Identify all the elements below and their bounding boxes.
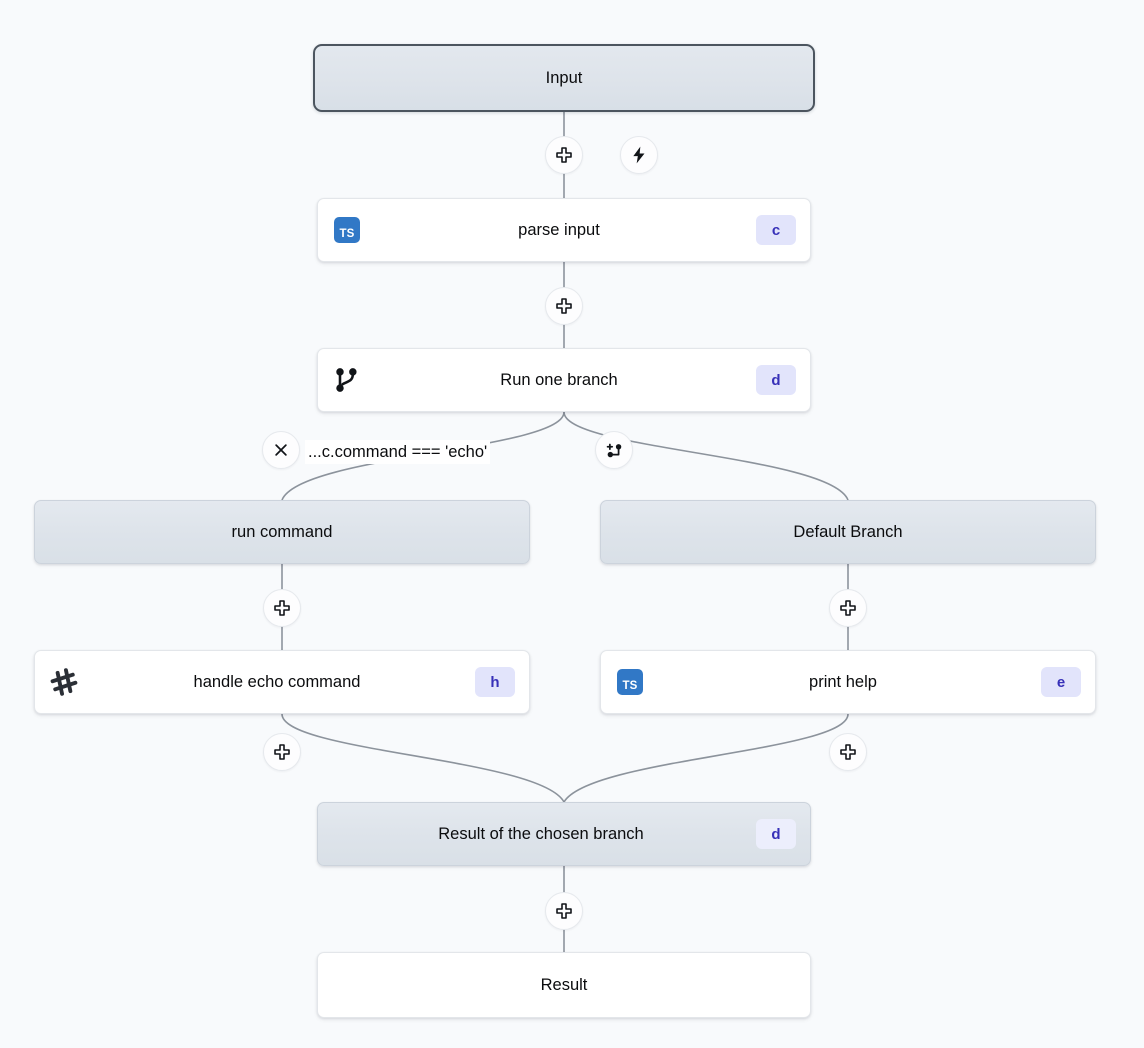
typescript-icon: TS	[615, 667, 645, 697]
node-parse-input-label: parse input	[518, 220, 600, 239]
node-print-help-badge[interactable]: e	[1041, 667, 1081, 697]
node-parse-input[interactable]: TS parse input c	[317, 198, 811, 262]
node-handle-echo-command[interactable]: handle echo command h	[34, 650, 530, 714]
add-node-button-after-parse-input[interactable]	[545, 287, 583, 325]
node-handle-echo-command-label: handle echo command	[193, 672, 361, 691]
node-branch-result-badge[interactable]: d	[756, 819, 796, 849]
node-run-one-branch[interactable]: Run one branch d	[317, 348, 811, 412]
edge-handle-echo-branch-result	[281, 713, 565, 803]
node-run-one-branch-label: Run one branch	[500, 370, 618, 389]
branch-condition-label[interactable]: ...c.command === 'echo'	[305, 440, 491, 464]
node-handle-echo-command-badge[interactable]: h	[475, 667, 515, 697]
node-default-branch[interactable]: Default Branch	[600, 500, 1096, 564]
edge-print-help-branch-result	[563, 713, 849, 803]
node-default-branch-label: Default Branch	[793, 522, 903, 541]
node-result[interactable]: Result	[317, 952, 811, 1018]
node-run-command[interactable]: run command	[34, 500, 530, 564]
add-node-button-after-branch-result[interactable]	[545, 892, 583, 930]
node-print-help[interactable]: TS print help e	[600, 650, 1096, 714]
node-print-help-label: print help	[809, 672, 877, 691]
node-input[interactable]: Input	[313, 44, 815, 112]
close-icon[interactable]	[262, 431, 300, 469]
add-node-button-after-input[interactable]	[545, 136, 583, 174]
node-run-one-branch-badge[interactable]: d	[756, 365, 796, 395]
node-branch-result[interactable]: Result of the chosen branch d	[317, 802, 811, 866]
node-run-command-label: run command	[231, 522, 333, 541]
node-parse-input-badge[interactable]: c	[756, 215, 796, 245]
add-node-button-after-print-help[interactable]	[829, 733, 867, 771]
script-hash-icon	[49, 667, 79, 697]
add-node-button-after-handle-echo[interactable]	[263, 733, 301, 771]
typescript-icon: TS	[332, 215, 362, 245]
node-branch-result-label: Result of the chosen branch	[438, 824, 644, 843]
node-result-label: Result	[540, 975, 588, 994]
add-node-button-after-default-branch[interactable]	[829, 589, 867, 627]
lightning-icon[interactable]	[620, 136, 658, 174]
add-node-button-after-run-command[interactable]	[263, 589, 301, 627]
node-input-label: Input	[545, 68, 583, 87]
git-branch-icon	[332, 365, 362, 395]
git-branch-plus-icon[interactable]	[595, 431, 633, 469]
